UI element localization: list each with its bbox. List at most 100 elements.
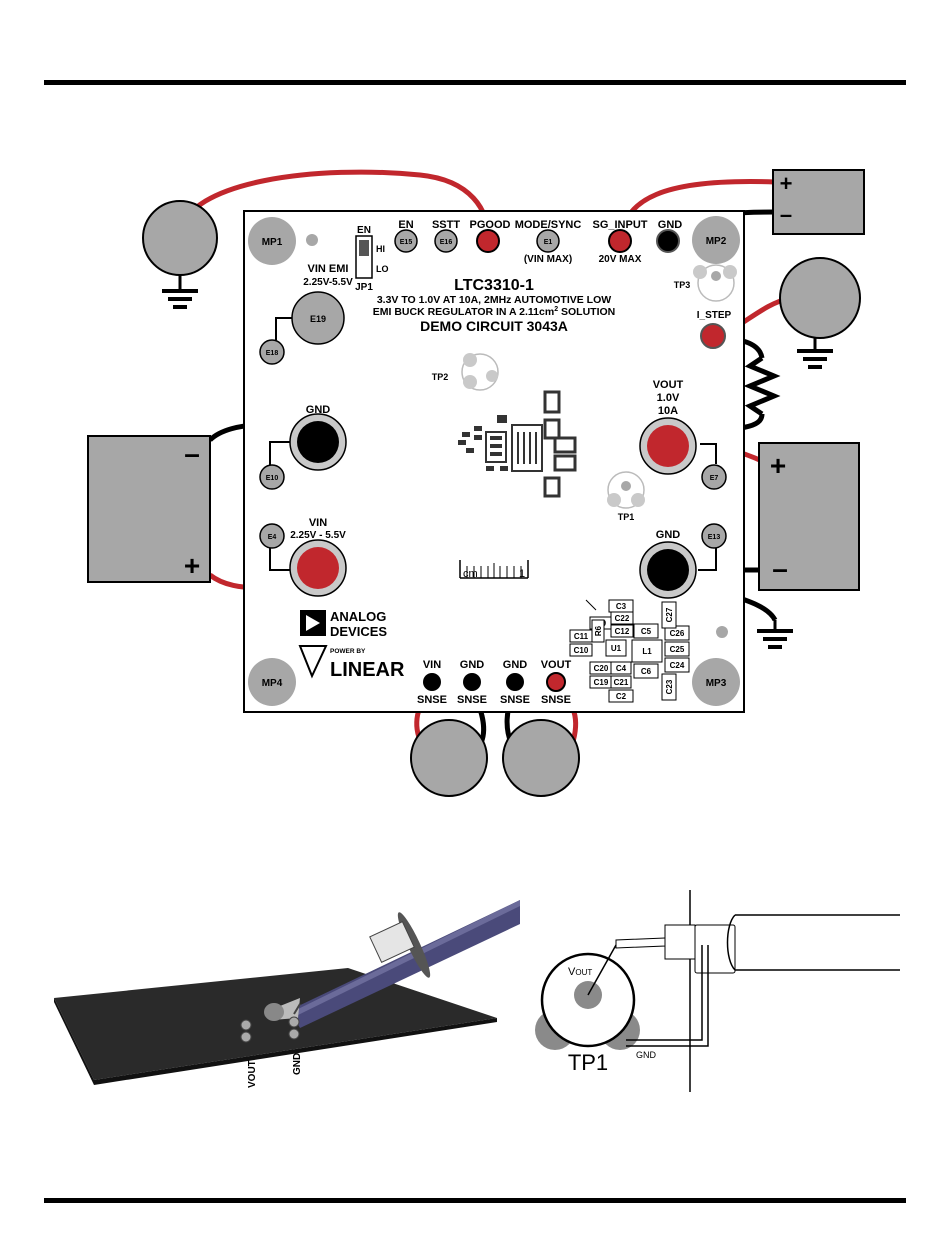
jp-lo-label: LO [376, 264, 389, 274]
jp-en-label: EN [357, 225, 371, 236]
gnd-left-label: GND [306, 404, 331, 416]
test-point-tp2[interactable] [461, 353, 499, 391]
sense-gnd1-label: GND [460, 659, 485, 671]
terminal-e19[interactable]: E19 [291, 291, 345, 345]
vout-label: VOUT [653, 379, 684, 391]
sense-gnd2-label: GND [503, 659, 528, 671]
component-label: C2 [616, 692, 627, 701]
load-resistor-icon [743, 355, 781, 417]
tp3-pad [693, 265, 707, 279]
component-label: C19 [594, 678, 609, 687]
vin-range-label: 2.25V - 5.5V [290, 530, 346, 541]
sense-vout-label: VOUT [541, 659, 572, 671]
snse-label: SNSE [541, 694, 571, 706]
component-c24 [664, 657, 690, 673]
turret-e1[interactable]: E1 [536, 229, 560, 253]
turret-pgood[interactable] [476, 229, 500, 253]
probe-illustration-right: VOUT GND TP1 [535, 890, 900, 1092]
probe-left-vout-label: VOUT [247, 1060, 258, 1088]
component-c5 [633, 623, 659, 639]
supply-load [758, 442, 860, 591]
component-c12 [610, 624, 634, 638]
component-labels: C3C9C22C12C11R6C10U1C5L1C26C25C24C27C20C… [569, 599, 690, 703]
snse-label: SNSE [500, 694, 530, 706]
test-point-tp3[interactable] [697, 264, 735, 302]
snse-label: SNSE [457, 694, 487, 706]
banana-vin-post [297, 547, 339, 589]
mount-hole-mp2: MP2 [692, 216, 740, 264]
turret-gnd-top[interactable] [656, 229, 680, 253]
supply-plus-label: + [770, 450, 786, 481]
jp1-label: JP1 [355, 282, 373, 293]
meter-i-step [779, 257, 861, 339]
mp2-label: MP2 [706, 236, 727, 247]
component-label: C6 [641, 667, 652, 676]
jp-hi-label: HI [376, 244, 385, 254]
power-by-linear-logo: POWER BY LINEAR [298, 645, 405, 681]
component-label: L1 [642, 647, 652, 656]
wire-pgood [177, 169, 491, 241]
ground-icon [162, 275, 198, 309]
supply-minus-label: – [772, 553, 788, 584]
component-label: C3 [616, 602, 627, 611]
component-label: C27 [665, 607, 674, 622]
meter-vin-sense [410, 719, 488, 797]
ground-icon [797, 338, 833, 369]
turret-e4[interactable]: E4 [259, 523, 285, 549]
component-r6 [591, 619, 605, 643]
e19-label: E19 [310, 314, 326, 324]
e10-label: E10 [266, 475, 279, 482]
supply-sg-input [772, 169, 865, 235]
e4-label: E4 [268, 534, 277, 541]
via-dot [306, 234, 318, 246]
via-dot [716, 626, 728, 638]
component-label: C21 [614, 678, 629, 687]
trace-e18 [275, 317, 292, 340]
component-label: C11 [574, 632, 589, 641]
turret-vin-snse[interactable] [423, 673, 441, 691]
banana-gnd-right-post [647, 549, 689, 591]
e16-label: E16 [440, 239, 453, 246]
turret-e13[interactable]: E13 [701, 523, 727, 549]
tp3-pad [723, 265, 737, 279]
svg-text:DEVICES: DEVICES [330, 624, 387, 639]
e13-label: E13 [708, 534, 721, 541]
svg-text:LINEAR: LINEAR [330, 659, 405, 681]
turret-e18[interactable]: E18 [259, 339, 285, 365]
snse-label: SNSE [417, 694, 447, 706]
component-marker [585, 599, 597, 611]
gnd-top-label: GND [658, 219, 683, 231]
tp2-pad [463, 375, 477, 389]
en-label: EN [398, 219, 413, 231]
meter-pgood [142, 200, 218, 276]
turret-e16[interactable]: E16 [434, 229, 458, 253]
i-step-label: I_STEP [697, 310, 732, 321]
test-point-tp1[interactable] [607, 471, 645, 509]
turret-e7[interactable]: E7 [701, 464, 727, 490]
mount-hole-mp3: MP3 [692, 658, 740, 706]
tp2-pad [486, 370, 498, 382]
tp1-pin [621, 481, 631, 491]
sstt-label: SSTT [432, 219, 460, 231]
turret-sg-input[interactable] [608, 229, 632, 253]
pgood-label: PGOOD [470, 219, 511, 231]
mount-hole-mp4: MP4 [248, 658, 296, 706]
mount-hole-mp1: MP1 [248, 217, 296, 265]
top-rule [44, 80, 906, 85]
turret-vout-snse[interactable] [546, 672, 566, 692]
turret-gnd-snse-2[interactable] [506, 673, 524, 691]
turret-e10[interactable]: E10 [259, 464, 285, 490]
board-demo-number: DEMO CIRCUIT 3043A [420, 318, 568, 334]
tp3-label: TP3 [674, 280, 691, 290]
vin-max-label: (VIN MAX) [524, 254, 572, 265]
turret-e15[interactable]: E15 [394, 229, 418, 253]
turret-i-step[interactable] [700, 323, 726, 349]
component-label: C4 [616, 664, 627, 673]
gnd-right-label: GND [656, 529, 681, 541]
vout-current-label: 10A [658, 405, 678, 417]
component-c27 [661, 601, 677, 629]
component-label: C25 [670, 645, 685, 654]
turret-gnd-snse-1[interactable] [463, 673, 481, 691]
mp1-label: MP1 [262, 237, 283, 248]
